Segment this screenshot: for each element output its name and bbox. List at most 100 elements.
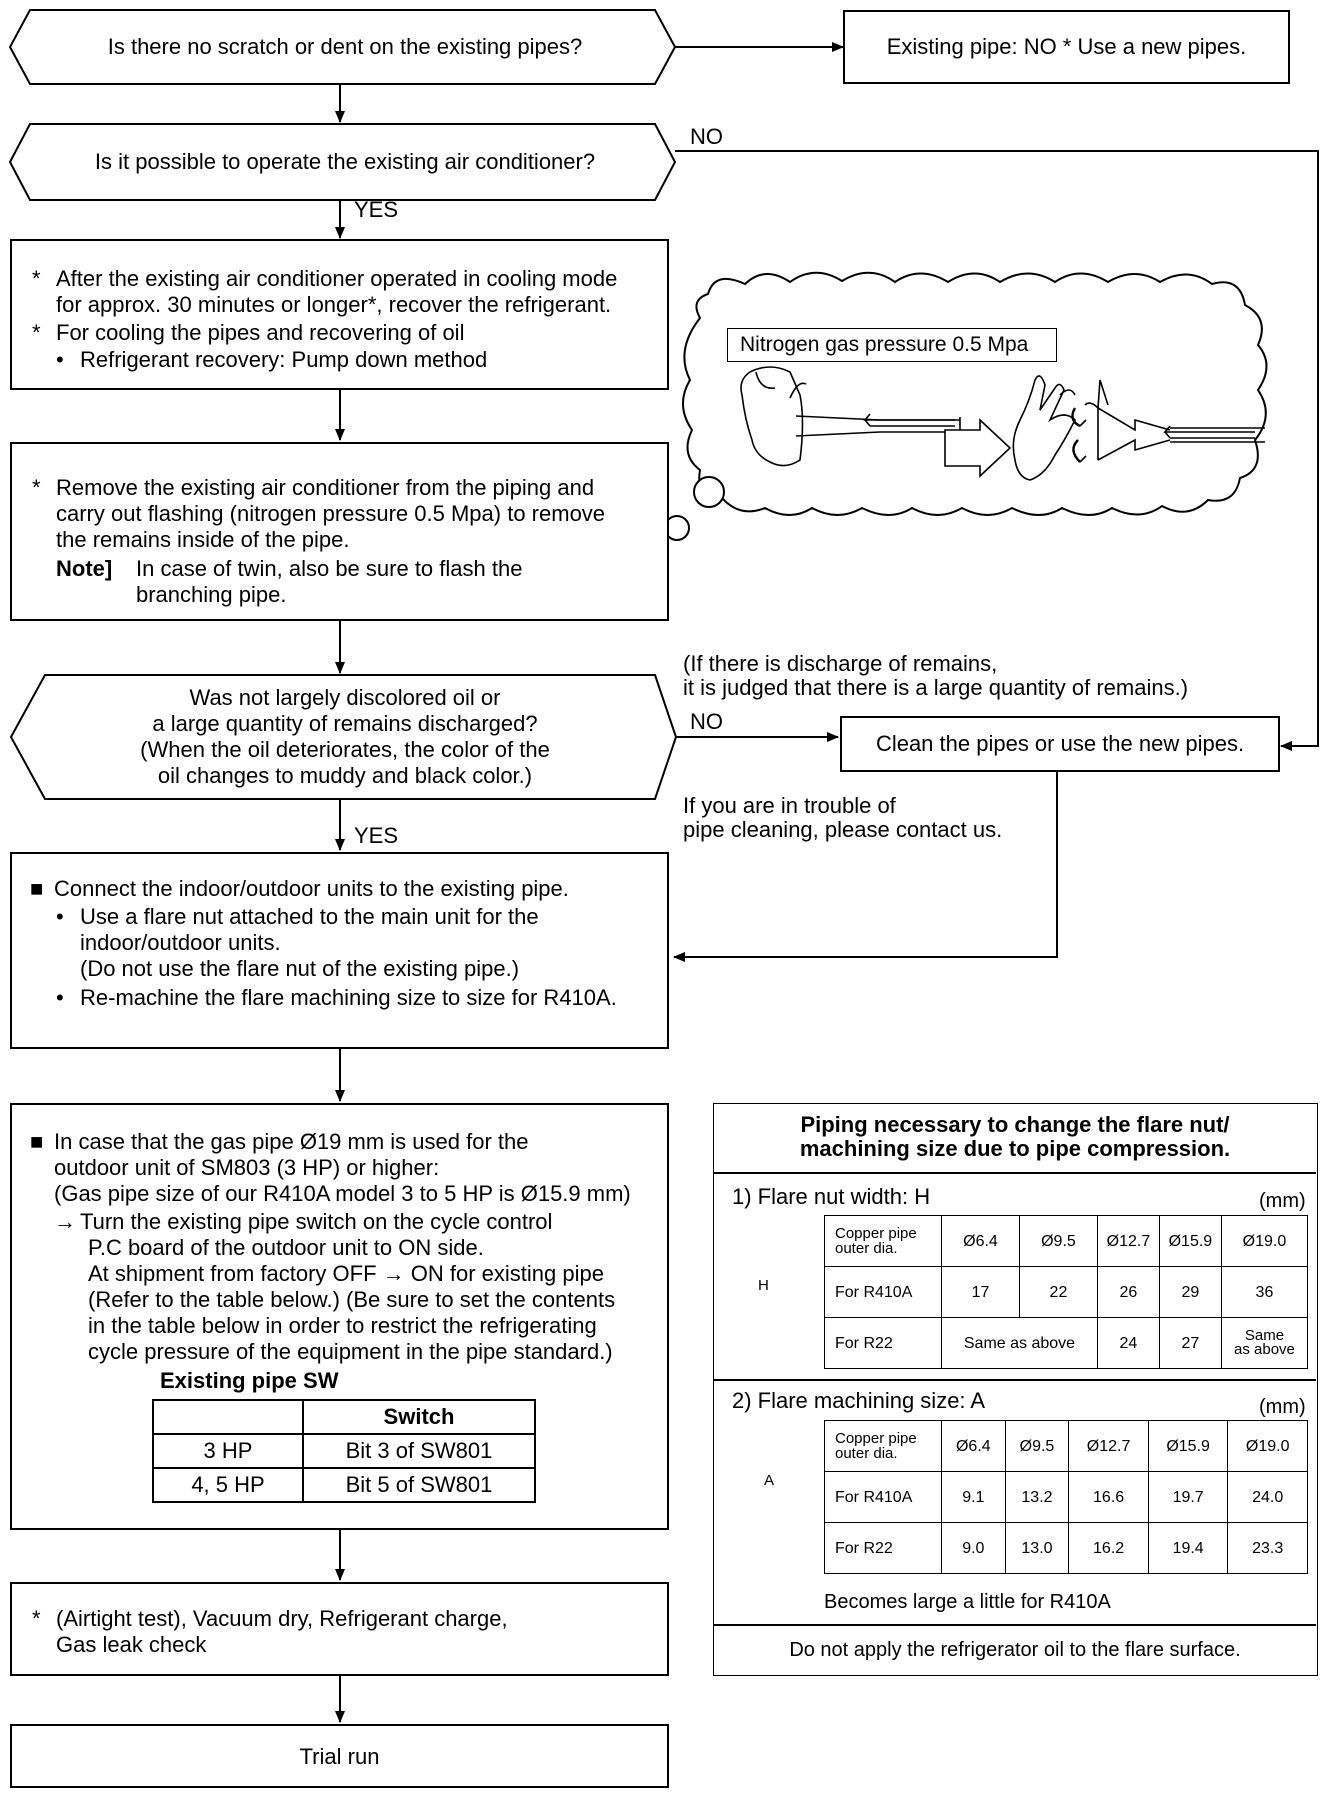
asterisk-marker: * bbox=[32, 1606, 41, 1631]
bullet-dot-icon: • bbox=[56, 904, 64, 929]
switch-table-title: Existing pipe SW bbox=[160, 1368, 339, 1393]
vacuum-dry-box: * (Airtight test), Vacuum dry, Refrigera… bbox=[10, 1582, 669, 1676]
r410a-label: For R410A bbox=[824, 1266, 942, 1318]
square-bullet-icon: ■ bbox=[30, 1129, 44, 1154]
flare-size-panel: Piping necessary to change the flare nut… bbox=[713, 1103, 1318, 1676]
gas-pipe-switch-box: ■ In case that the gas pipe Ø19 mm is us… bbox=[10, 1103, 669, 1530]
connect-line3: indoor/outdoor units. bbox=[80, 930, 281, 955]
recover-refrigerant-box: * After the existing air conditioner ope… bbox=[10, 239, 669, 390]
step2-note-line1: In case of twin, also be sure to flash t… bbox=[136, 556, 523, 581]
col-12-7: Ø12.7 bbox=[1096, 1215, 1160, 1267]
nut-r22-same-cell: Same as above bbox=[941, 1317, 1098, 1369]
asterisk-marker: * bbox=[32, 475, 41, 500]
result-new-pipe-box: Existing pipe: NO * Use a new pipes. bbox=[843, 10, 1290, 84]
step1-line3: For cooling the pipes and recovering of … bbox=[56, 320, 465, 345]
panel-divider bbox=[714, 1624, 1316, 1626]
col-9-5: Ø9.5 bbox=[1018, 1215, 1098, 1267]
thought-bubble-large bbox=[693, 476, 725, 508]
copper-pipe-label: Copper pipe outer dia. bbox=[824, 1420, 942, 1472]
square-bullet-icon: ■ bbox=[30, 876, 44, 901]
nut-r22-cell: 27 bbox=[1158, 1317, 1222, 1369]
bullet-dot-icon: • bbox=[56, 985, 64, 1010]
clean-pipes-text: Clean the pipes or use the new pipes. bbox=[875, 731, 1245, 756]
panel-divider bbox=[714, 1379, 1316, 1381]
copper-pipe-label-line1: Copper pipe bbox=[835, 1430, 917, 1447]
panel-title-line2: machining size due to pipe compression. bbox=[799, 1136, 1231, 1161]
nut-r410a-cell: 29 bbox=[1158, 1266, 1222, 1318]
trial-run-box: Trial run bbox=[10, 1724, 669, 1788]
switch-row-bit: Bit 5 of SW801 bbox=[302, 1467, 536, 1503]
nut-r410a-cell: 22 bbox=[1018, 1266, 1098, 1318]
vacuum-line1: (Airtight test), Vacuum dry, Refrigerant… bbox=[56, 1606, 508, 1631]
mach-r410a-cell: 19.7 bbox=[1147, 1471, 1229, 1523]
hand-holding-pipe-illustration bbox=[740, 366, 1012, 478]
flare-nut-width-unit: (mm) bbox=[1259, 1190, 1306, 1212]
mach-r22-cell: 9.0 bbox=[941, 1522, 1006, 1574]
gas-line6: At shipment from factory OFF → ON for ex… bbox=[88, 1261, 604, 1286]
connect-line4: (Do not use the flare nut of the existin… bbox=[80, 956, 520, 981]
copper-pipe-label-line2: outer dia. bbox=[835, 1240, 898, 1257]
step2-line3: the remains inside of the pipe. bbox=[56, 527, 350, 552]
col-15-9: Ø15.9 bbox=[1158, 1215, 1222, 1267]
step1-line4: Refrigerant recovery: Pump down method bbox=[80, 347, 488, 372]
asterisk-marker: * bbox=[32, 320, 41, 345]
same-line2: as above bbox=[1234, 1341, 1295, 1358]
flare-nut-h-label: H bbox=[758, 1277, 769, 1294]
flare-machining-title: 2) Flare machining size: A bbox=[732, 1388, 986, 1413]
r410a-label: For R410A bbox=[824, 1471, 942, 1523]
mach-r410a-cell: 9.1 bbox=[941, 1471, 1006, 1523]
copper-pipe-label-line2: outer dia. bbox=[835, 1445, 898, 1462]
q2-yes-label: YES bbox=[354, 197, 399, 222]
switch-table-corner bbox=[152, 1399, 304, 1435]
decision-q2: Is it possible to operate the existing a… bbox=[94, 149, 596, 174]
remove-and-flash-box: * Remove the existing air conditioner fr… bbox=[10, 442, 669, 621]
decision-q3-shape bbox=[9, 674, 678, 800]
note-label: Note] bbox=[56, 556, 113, 581]
connect-units-box: ■ Connect the indoor/outdoor units to th… bbox=[10, 852, 669, 1049]
decision-q1: Is there no scratch or dent on the exist… bbox=[107, 34, 583, 59]
step1-line2: for approx. 30 minutes or longer*, recov… bbox=[56, 292, 612, 317]
copper-pipe-label: Copper pipe outer dia. bbox=[824, 1215, 942, 1267]
decision-q2-shape bbox=[8, 123, 677, 201]
asterisk-marker: * bbox=[32, 266, 41, 291]
discharge-note-line1: (If there is discharge of remains, bbox=[683, 651, 998, 676]
copper-pipe-label-line1: Copper pipe bbox=[835, 1225, 917, 1242]
step2-note-line2: branching pipe. bbox=[136, 582, 287, 607]
decision-q3-line3: (When the oil deteriorates, the color of… bbox=[140, 737, 550, 762]
mach-r22-cell: 16.2 bbox=[1068, 1522, 1149, 1574]
col-15-9: Ø15.9 bbox=[1147, 1420, 1229, 1472]
mach-r22-cell: 23.3 bbox=[1227, 1522, 1308, 1574]
mach-r410a-cell: 16.6 bbox=[1068, 1471, 1149, 1523]
nut-r410a-cell: 26 bbox=[1096, 1266, 1160, 1318]
col-12-7: Ø12.7 bbox=[1068, 1420, 1149, 1472]
mach-r410a-cell: 24.0 bbox=[1227, 1471, 1308, 1523]
connect-line5: Re-machine the flare machining size to s… bbox=[80, 985, 617, 1010]
nut-r22-cell: 24 bbox=[1096, 1317, 1160, 1369]
gas-line3: (Gas pipe size of our R410A model 3 to 5… bbox=[54, 1181, 631, 1206]
clean-pipes-box: Clean the pipes or use the new pipes. bbox=[840, 716, 1280, 772]
arrow-right-icon: → bbox=[54, 1209, 76, 1234]
q3-yes-label: YES bbox=[354, 823, 399, 848]
r22-label: For R22 bbox=[824, 1522, 942, 1574]
nut-r410a-cell: 36 bbox=[1220, 1266, 1309, 1318]
vacuum-line2: Gas leak check bbox=[56, 1632, 207, 1657]
trouble-note-line2: pipe cleaning, please contact us. bbox=[683, 817, 1003, 842]
flare-nut-width-title: 1) Flare nut width: H bbox=[732, 1184, 931, 1209]
mach-r22-cell: 13.0 bbox=[1004, 1522, 1070, 1574]
discharge-note-line2: it is judged that there is a large quant… bbox=[683, 675, 1189, 700]
gas-line7: (Refer to the table below.) (Be sure to … bbox=[88, 1287, 616, 1312]
trouble-note-line1: If you are in trouble of bbox=[683, 793, 896, 818]
gas-line9: cycle pressure of the equipment in the p… bbox=[88, 1339, 613, 1364]
step2-line1: Remove the existing air conditioner from… bbox=[56, 475, 595, 500]
gas-line4: Turn the existing pipe switch on the cyc… bbox=[80, 1209, 553, 1234]
flare-machining-a-label: A bbox=[764, 1472, 775, 1489]
col-9-5: Ø9.5 bbox=[1004, 1420, 1070, 1472]
col-6-4: Ø6.4 bbox=[941, 1215, 1020, 1267]
decision-q1-shape bbox=[8, 9, 677, 85]
connect-line2: Use a flare nut attached to the main uni… bbox=[80, 904, 539, 929]
decision-q3-line2: a large quantity of remains discharged? bbox=[152, 711, 538, 736]
existing-pipe-switch-table: Switch 3 HP Bit 3 of SW801 4, 5 HP Bit 5… bbox=[152, 1399, 536, 1503]
step2-line2: carry out flashing (nitrogen pressure 0.… bbox=[56, 501, 606, 526]
bullet-dot-icon: • bbox=[56, 347, 64, 372]
same-line1: Same bbox=[1244, 1327, 1285, 1344]
